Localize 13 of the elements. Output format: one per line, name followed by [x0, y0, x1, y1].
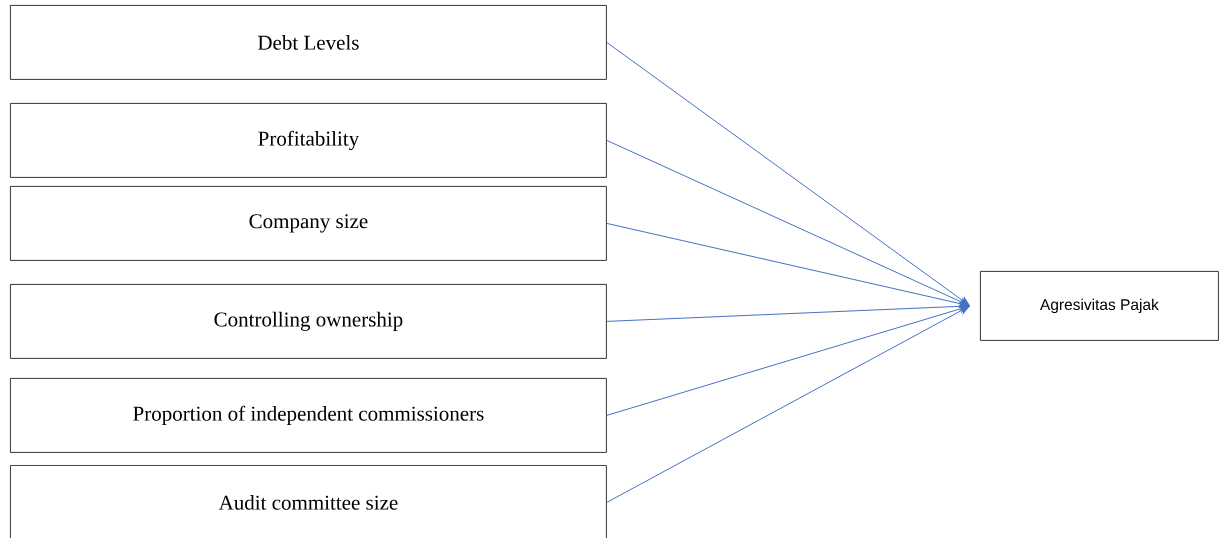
- target-box: Agresivitas Pajak: [980, 271, 1219, 341]
- factor-box: Profitability: [10, 103, 607, 178]
- arrow: [606, 306, 970, 503]
- factor-box: Company size: [10, 186, 607, 261]
- arrow: [606, 302, 970, 322]
- arrow: [606, 304, 970, 416]
- factor-box: Audit committee size: [10, 465, 607, 538]
- arrow: [606, 139, 970, 306]
- factor-box: Debt Levels: [10, 5, 607, 80]
- arrow: [606, 41, 970, 306]
- arrow: [606, 222, 970, 308]
- factor-box: Controlling ownership: [10, 284, 607, 359]
- factor-box: Proportion of independent commissioners: [10, 378, 607, 453]
